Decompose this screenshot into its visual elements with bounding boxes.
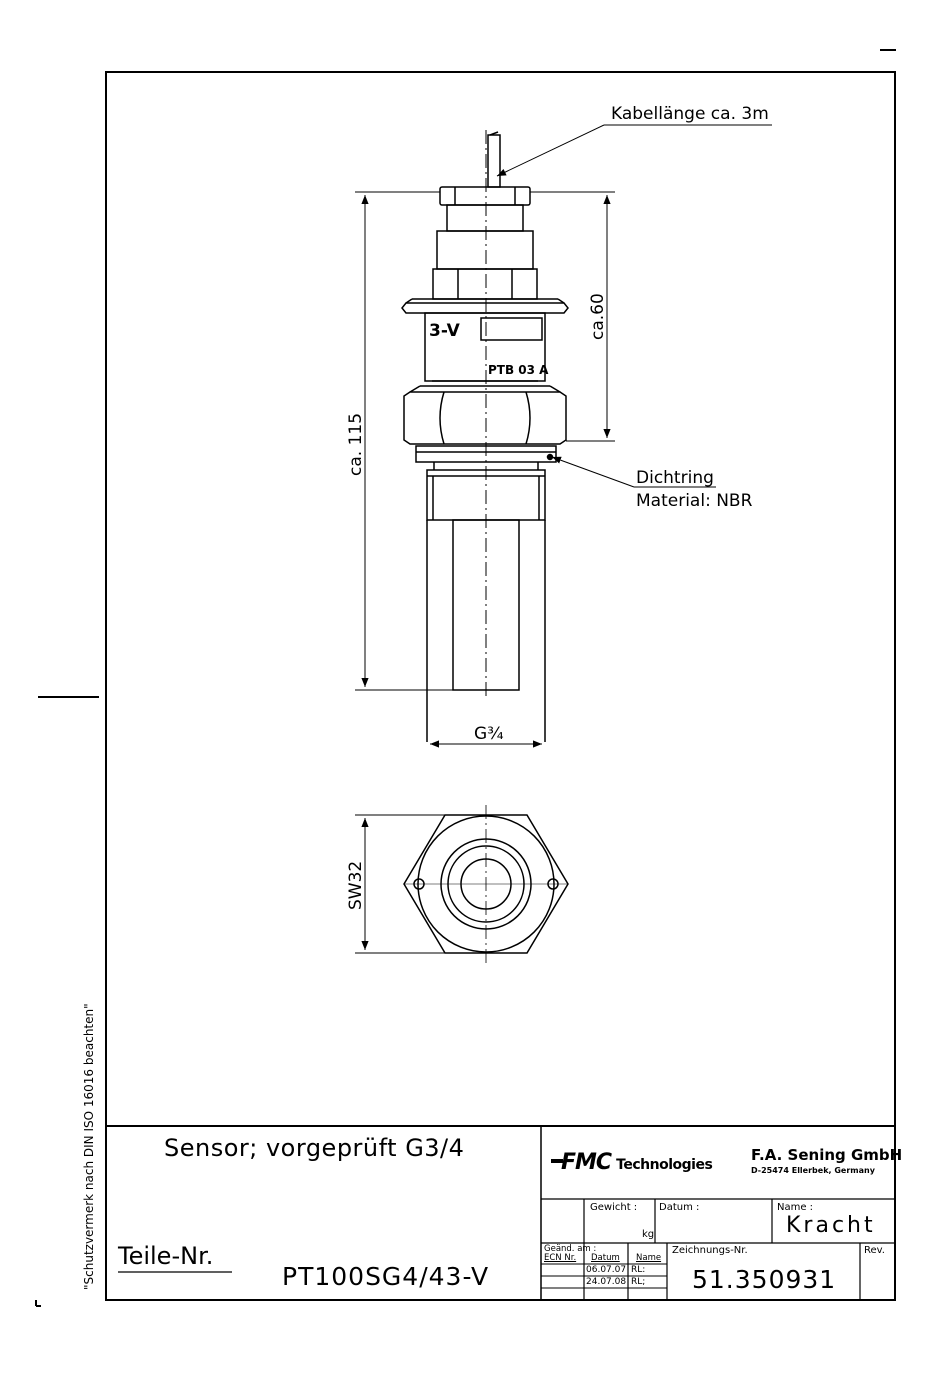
changed-label: Geänd. am : bbox=[544, 1244, 597, 1254]
drawing-number: 51.350931 bbox=[692, 1265, 837, 1294]
drawing-title: Sensor; vorgeprüft G3/4 bbox=[164, 1134, 465, 1162]
approval-marking: PTB 03 A bbox=[488, 363, 549, 377]
drawn-by-name: Kracht bbox=[786, 1213, 876, 1238]
revision-date-1: 06.07.07 bbox=[586, 1265, 627, 1275]
weight-label: Gewicht : bbox=[590, 1202, 638, 1213]
title-block-grid bbox=[106, 1125, 895, 1300]
revision-date-header: Datum bbox=[591, 1253, 620, 1263]
revision-date-2: 24.07.08 bbox=[586, 1277, 627, 1287]
cable-length-callout: Kabellänge ca. 3m bbox=[611, 104, 769, 124]
type-marking: 3-V bbox=[429, 321, 461, 341]
part-number-label: Teile-Nr. bbox=[118, 1242, 214, 1270]
fmc-logo-text: FMC bbox=[561, 1150, 612, 1175]
weight-unit: kg bbox=[642, 1229, 655, 1240]
drawing-frame bbox=[35, 49, 896, 1307]
head-height-dimension: ca.60 bbox=[588, 293, 608, 340]
part-number: PT100SG4/43-V bbox=[282, 1262, 490, 1291]
wrench-size-dimension: SW32 bbox=[346, 861, 366, 910]
revision-label: Rev. bbox=[864, 1245, 885, 1256]
revision-name-1: RL: bbox=[631, 1265, 646, 1275]
fmc-logo-suffix: Technologies bbox=[616, 1157, 713, 1173]
dimension-lines bbox=[355, 124, 772, 954]
seal-callout-line1: Dichtring bbox=[636, 468, 714, 488]
fmc-logo: FMC Technologies bbox=[561, 1150, 713, 1175]
total-height-dimension: ca. 115 bbox=[346, 413, 366, 476]
sensor-side-view bbox=[401, 131, 569, 742]
fmc-logo-icon bbox=[551, 1159, 563, 1163]
revision-name-2: RL; bbox=[631, 1277, 646, 1287]
seal-callout-line2: Material: NBR bbox=[636, 491, 753, 511]
thread-dimension: G¾ bbox=[474, 724, 504, 744]
ecn-label: ECN Nr. bbox=[544, 1253, 577, 1263]
company-address: D-25474 Ellerbek, Germany bbox=[751, 1166, 875, 1175]
date-label: Datum : bbox=[659, 1202, 700, 1213]
copyright-note: "Schutzvermerk nach DIN ISO 16016 beacht… bbox=[82, 1003, 96, 1290]
drawing-number-label: Zeichnungs-Nr. bbox=[672, 1245, 748, 1256]
name-label: Name : bbox=[777, 1202, 814, 1213]
company-name: F.A. Sening GmbH bbox=[751, 1146, 903, 1164]
revision-name-header: Name bbox=[636, 1253, 662, 1263]
